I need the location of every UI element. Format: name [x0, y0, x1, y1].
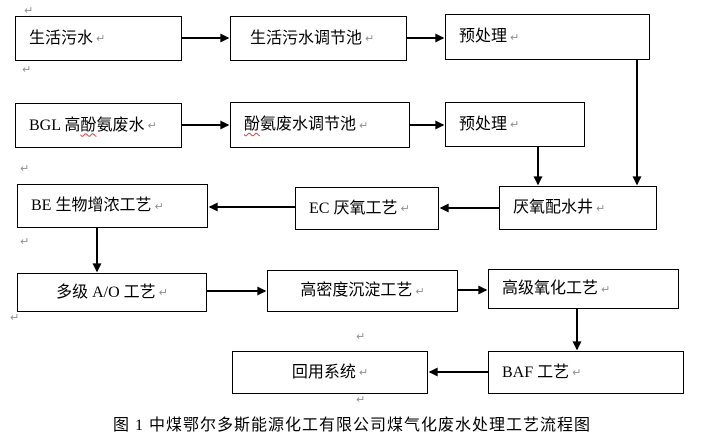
- node-ec-anaerobic-process: EC 厌氧工艺↵: [295, 187, 439, 230]
- node-label: BAF 工艺: [502, 363, 570, 381]
- node-label: 多级 A/O 工艺: [56, 283, 156, 301]
- paragraph-return-mark: ↵: [96, 32, 106, 45]
- figure-caption: 图 1 中煤鄂尔多斯能源化工有限公司煤气化废水处理工艺流程图: [112, 417, 591, 434]
- paragraph-return-mark: ↵: [365, 32, 375, 45]
- node-multistage-ao-process: 多级 A/O 工艺↵: [17, 273, 207, 312]
- node-reuse-system: 回用系统↵: [232, 351, 428, 394]
- paragraph-return-mark: ↵: [358, 366, 369, 379]
- paragraph-return-mark: ↵: [400, 202, 410, 215]
- paragraph-return-mark: ↵: [359, 118, 369, 132]
- paragraph-return-mark: ↵: [10, 311, 20, 324]
- node-label: BGL 高酚氨废水: [29, 116, 145, 134]
- paragraph-return-mark: ↵: [24, 4, 34, 17]
- paragraph-return-mark: ↵: [158, 286, 168, 299]
- paragraph-return-mark: ↵: [20, 235, 30, 248]
- node-pretreatment-phenol-ammonia: 预处理↵: [445, 102, 585, 147]
- paragraph-return-mark: ↵: [356, 393, 366, 406]
- spellcheck-underline: 酚: [80, 116, 97, 134]
- paragraph-return-mark: ↵: [510, 118, 520, 131]
- paragraph-return-mark: ↵: [20, 162, 30, 175]
- node-domestic-sewage-regulating-pool: 生活污水调节池↵: [230, 16, 407, 61]
- paragraph-return-mark: ↵: [572, 366, 582, 379]
- paragraph-return-mark: ↵: [601, 282, 611, 296]
- node-label: 酚氨废水调节池: [244, 116, 357, 133]
- paragraph-return-mark: ↵: [510, 30, 520, 44]
- node-pretreatment-domestic: 预处理↵: [445, 14, 650, 60]
- spellcheck-underline: 酚: [244, 116, 261, 133]
- node-domestic-sewage: 生活污水↵: [15, 16, 182, 61]
- node-be-bio-enrichment-process: BE 生物增浓工艺↵: [17, 184, 208, 228]
- paragraph-return-mark: ↵: [147, 119, 157, 132]
- node-anaerobic-distribution-well: 厌氧配水井↵: [499, 186, 657, 230]
- node-label: EC 厌氧工艺: [309, 199, 398, 217]
- node-label: 厌氧配水井: [513, 199, 594, 216]
- node-label: 生活污水: [29, 29, 94, 47]
- node-bgl-high-phenol-ammonia-wastewater: BGL 高酚氨废水↵: [15, 103, 182, 148]
- node-label: 回用系统: [291, 363, 356, 381]
- node-label: 预处理: [459, 115, 508, 133]
- paragraph-return-mark: ↵: [415, 284, 425, 298]
- paragraph-return-mark: ↵: [22, 63, 32, 76]
- paragraph-return-mark: ↵: [154, 199, 164, 213]
- node-label: 预处理: [459, 28, 508, 45]
- paragraph-return-mark: ↵: [596, 201, 606, 215]
- node-high-density-sedimentation-process: 高密度沉淀工艺↵: [267, 270, 458, 312]
- node-label: 生活污水调节池: [250, 29, 363, 47]
- node-label: BE 生物增浓工艺: [31, 197, 152, 214]
- node-baf-process: BAF 工艺↵: [488, 351, 684, 394]
- paragraph-return-mark: ↵: [356, 330, 366, 343]
- node-phenol-ammonia-regulating-pool: 酚氨废水调节池↵: [230, 102, 410, 148]
- node-label: 高级氧化工艺: [502, 280, 599, 297]
- node-advanced-oxidation-process: 高级氧化工艺↵: [488, 269, 679, 309]
- node-label: 高密度沉淀工艺: [300, 282, 413, 299]
